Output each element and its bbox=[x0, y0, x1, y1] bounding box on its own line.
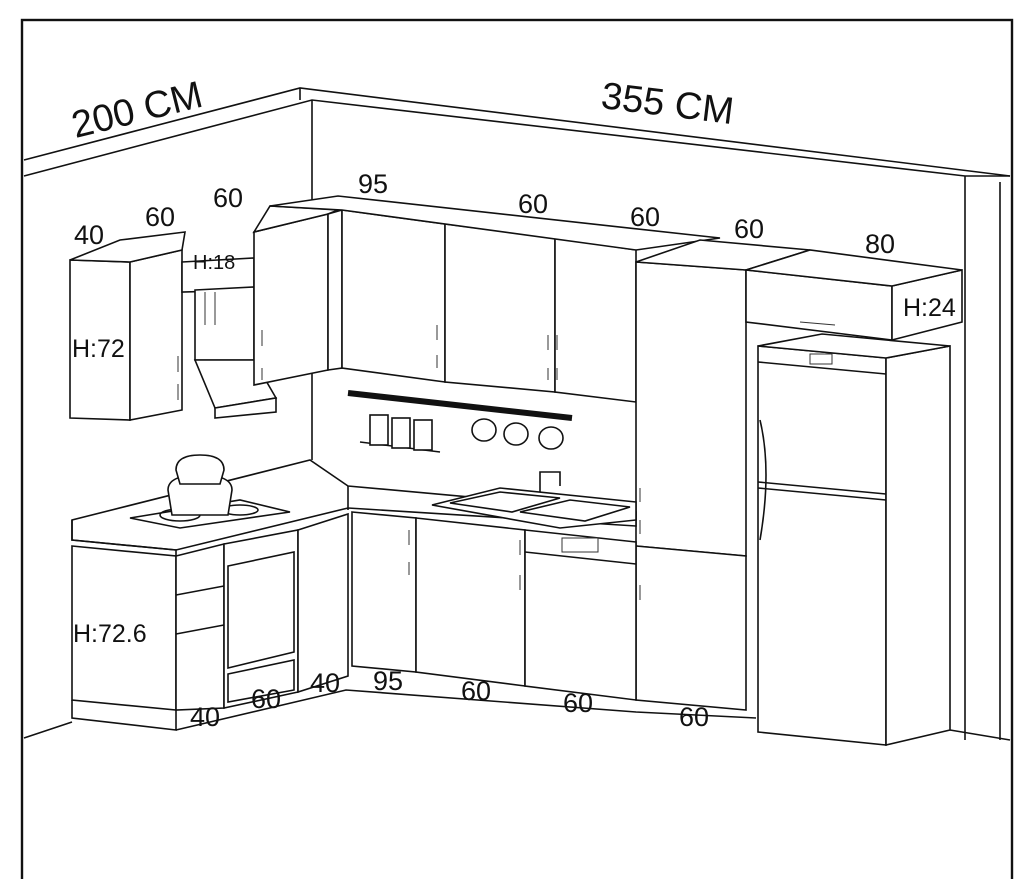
base-height-label: H:72.6 bbox=[73, 620, 147, 648]
left-upper-cabinets bbox=[69, 205, 339, 421]
hood-height-label: H:18 bbox=[193, 252, 235, 274]
back-upper-cabinets bbox=[269, 195, 721, 403]
base-width-60-b: 60 bbox=[461, 676, 491, 706]
upper-height-label: H:72 bbox=[72, 335, 125, 363]
upper-width-60-e: 60 bbox=[734, 214, 764, 244]
tall-cabinet bbox=[635, 239, 963, 711]
base-width-40-b: 40 bbox=[310, 668, 340, 698]
upper-width-95: 95 bbox=[358, 169, 388, 199]
utensil-rail bbox=[347, 390, 573, 453]
left-wall-length: 200 CM bbox=[67, 74, 206, 147]
base-cabinets bbox=[71, 511, 757, 731]
refrigerator bbox=[757, 333, 951, 747]
upper-width-60-d: 60 bbox=[630, 202, 660, 232]
upper-width-60-b: 60 bbox=[213, 183, 243, 213]
upper-width-60-a: 60 bbox=[145, 202, 175, 232]
countertop bbox=[71, 454, 637, 556]
base-width-40-a: 40 bbox=[190, 702, 220, 732]
upper-width-40: 40 bbox=[74, 220, 104, 250]
top-box-height-label: H:24 bbox=[903, 294, 956, 322]
base-width-60-a: 60 bbox=[251, 684, 281, 714]
base-width-95: 95 bbox=[373, 666, 403, 696]
upper-width-60-c: 60 bbox=[518, 189, 548, 219]
base-width-60-c: 60 bbox=[563, 688, 593, 718]
upper-width-80: 80 bbox=[865, 229, 895, 259]
base-width-60-d: 60 bbox=[679, 702, 709, 732]
drawing-frame bbox=[20, 18, 1014, 884]
back-wall-length: 355 CM bbox=[599, 75, 736, 133]
